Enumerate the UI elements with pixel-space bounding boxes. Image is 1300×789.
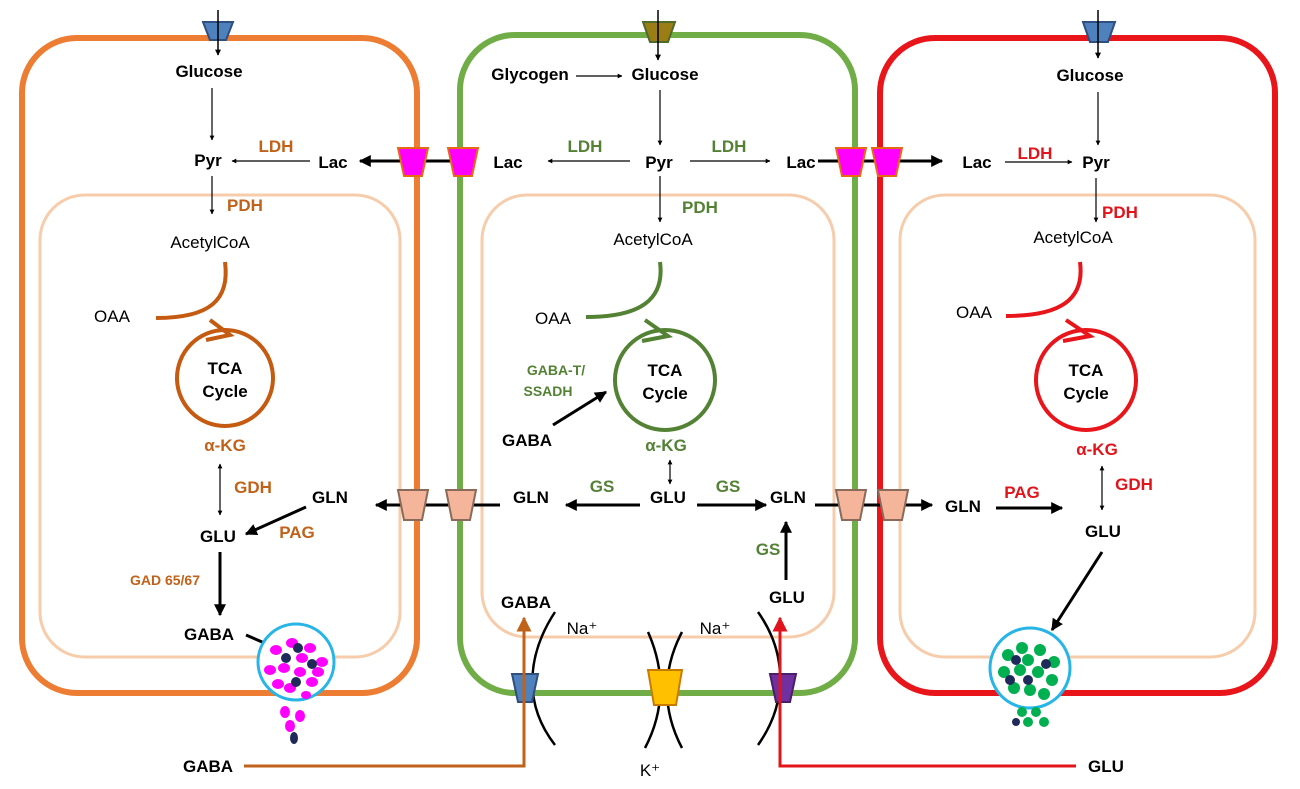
astro-glycogen: Glycogen bbox=[491, 65, 568, 84]
gaba-uptake-path bbox=[244, 616, 532, 768]
gln-transporter-gaba bbox=[396, 489, 430, 521]
gaba-pag: PAG bbox=[279, 523, 315, 542]
glu-pyr: Pyr bbox=[1082, 153, 1110, 172]
gaba-gaba: GABA bbox=[184, 625, 234, 644]
glu-transporter-astro bbox=[768, 673, 798, 703]
gaba-gln: GLN bbox=[312, 488, 348, 507]
astro-tca-line1: TCA bbox=[648, 361, 683, 380]
glu-tca-line2: Cycle bbox=[1063, 384, 1108, 403]
astro-gaba-bottom: GABA bbox=[501, 593, 551, 612]
glu-gln: GLN bbox=[945, 497, 981, 516]
astro-tca-circle bbox=[613, 328, 717, 432]
astro-glu-bottom: GLU bbox=[769, 588, 805, 607]
gaba-glu: GLU bbox=[200, 527, 236, 546]
astro-acetylcoa: AcetylCoA bbox=[613, 230, 693, 249]
gaba-glucose: Glucose bbox=[175, 62, 242, 81]
astrocyte-mitochondrion bbox=[480, 193, 836, 639]
glu-acetylcoa: AcetylCoA bbox=[1033, 228, 1113, 247]
gaba-tca-circle bbox=[175, 328, 275, 428]
glu-vesicle bbox=[988, 626, 1072, 727]
external-glu: GLU bbox=[1088, 757, 1124, 776]
glu-tca-circle bbox=[1034, 328, 1138, 432]
astro-gaba-t-line2: SSADH bbox=[523, 383, 572, 399]
astro-gs-right: GS bbox=[716, 477, 741, 496]
glu-mitochondrion bbox=[898, 193, 1257, 659]
astro-gln-left: GLN bbox=[513, 488, 549, 507]
astro-oaa: OAA bbox=[535, 309, 572, 328]
glu-pdh: PDH bbox=[1102, 203, 1138, 222]
glu-lac: Lac bbox=[962, 153, 991, 172]
na-k-atpase bbox=[646, 669, 684, 706]
gaba-oaa: OAA bbox=[94, 307, 131, 326]
astro-na-left: Na⁺ bbox=[567, 619, 598, 638]
astro-tca-line2: Cycle bbox=[642, 384, 687, 403]
gaba-ldh: LDH bbox=[259, 137, 294, 156]
astro-na-right: Na⁺ bbox=[700, 619, 731, 638]
gln-transporter-astro-right bbox=[834, 489, 868, 521]
gaba-pdh: PDH bbox=[227, 196, 263, 215]
glu-glucose: Glucose bbox=[1056, 66, 1123, 85]
external-gaba: GABA bbox=[183, 757, 233, 776]
astro-ldh-right: LDH bbox=[712, 137, 747, 156]
astro-lac-right: Lac bbox=[786, 153, 815, 172]
gaba-gad: GAD 65/67 bbox=[130, 572, 200, 588]
astro-k: K⁺ bbox=[640, 761, 660, 780]
astro-akg: α-KG bbox=[645, 436, 687, 455]
gaba-pyr: Pyr bbox=[194, 151, 222, 170]
astro-glu: GLU bbox=[650, 488, 686, 507]
glu-oaa: OAA bbox=[956, 303, 993, 322]
gaba-mitochondrion bbox=[38, 193, 402, 659]
astro-ldh-left: LDH bbox=[568, 137, 603, 156]
gln-transporter-glu bbox=[876, 489, 910, 521]
astro-pdh: PDH bbox=[682, 198, 718, 217]
glu-ldh: LDH bbox=[1018, 144, 1053, 163]
astro-gs-vertical: GS bbox=[756, 540, 781, 559]
gaba-tca-feed bbox=[155, 261, 228, 320]
gaba-gdh: GDH bbox=[234, 478, 272, 497]
mct-gaba bbox=[396, 147, 430, 177]
gaba-acetylcoa: AcetylCoA bbox=[170, 233, 250, 252]
glucose-transporter-center bbox=[641, 21, 677, 43]
glu-tca-line1: TCA bbox=[1069, 361, 1104, 380]
astro-tca-feed bbox=[585, 261, 663, 319]
glu-glu: GLU bbox=[1085, 522, 1121, 541]
astro-gaba: GABA bbox=[502, 431, 552, 450]
astro-gaba-t-line1: GABA-T/ bbox=[527, 362, 585, 378]
mct-glu bbox=[870, 147, 904, 177]
glucose-transporter-right bbox=[1081, 21, 1117, 43]
mct-astro-right bbox=[834, 147, 868, 177]
gaba-tca-line2: Cycle bbox=[202, 382, 247, 401]
gaba-lac: Lac bbox=[318, 153, 347, 172]
astro-pyr: Pyr bbox=[645, 153, 673, 172]
astro-gln-right: GLN bbox=[770, 488, 806, 507]
gaba-akg: α-KG bbox=[204, 436, 246, 455]
glu-akg: α-KG bbox=[1076, 440, 1118, 459]
mct-astro-left bbox=[446, 147, 480, 177]
glu-gdh: GDH bbox=[1115, 475, 1153, 494]
glu-pag: PAG bbox=[1004, 483, 1040, 502]
astro-lac-left: Lac bbox=[493, 153, 522, 172]
astro-gs-left: GS bbox=[590, 477, 615, 496]
gln-transporter-astro-left bbox=[444, 489, 478, 521]
gaba-vesicle bbox=[256, 622, 336, 744]
gaba-tca-line1: TCA bbox=[208, 359, 243, 378]
astro-glucose: Glucose bbox=[631, 65, 698, 84]
glu-uptake-path bbox=[772, 616, 1076, 768]
glutamate-neuron-membrane bbox=[877, 35, 1278, 696]
glu-tca-feed bbox=[1005, 261, 1083, 318]
